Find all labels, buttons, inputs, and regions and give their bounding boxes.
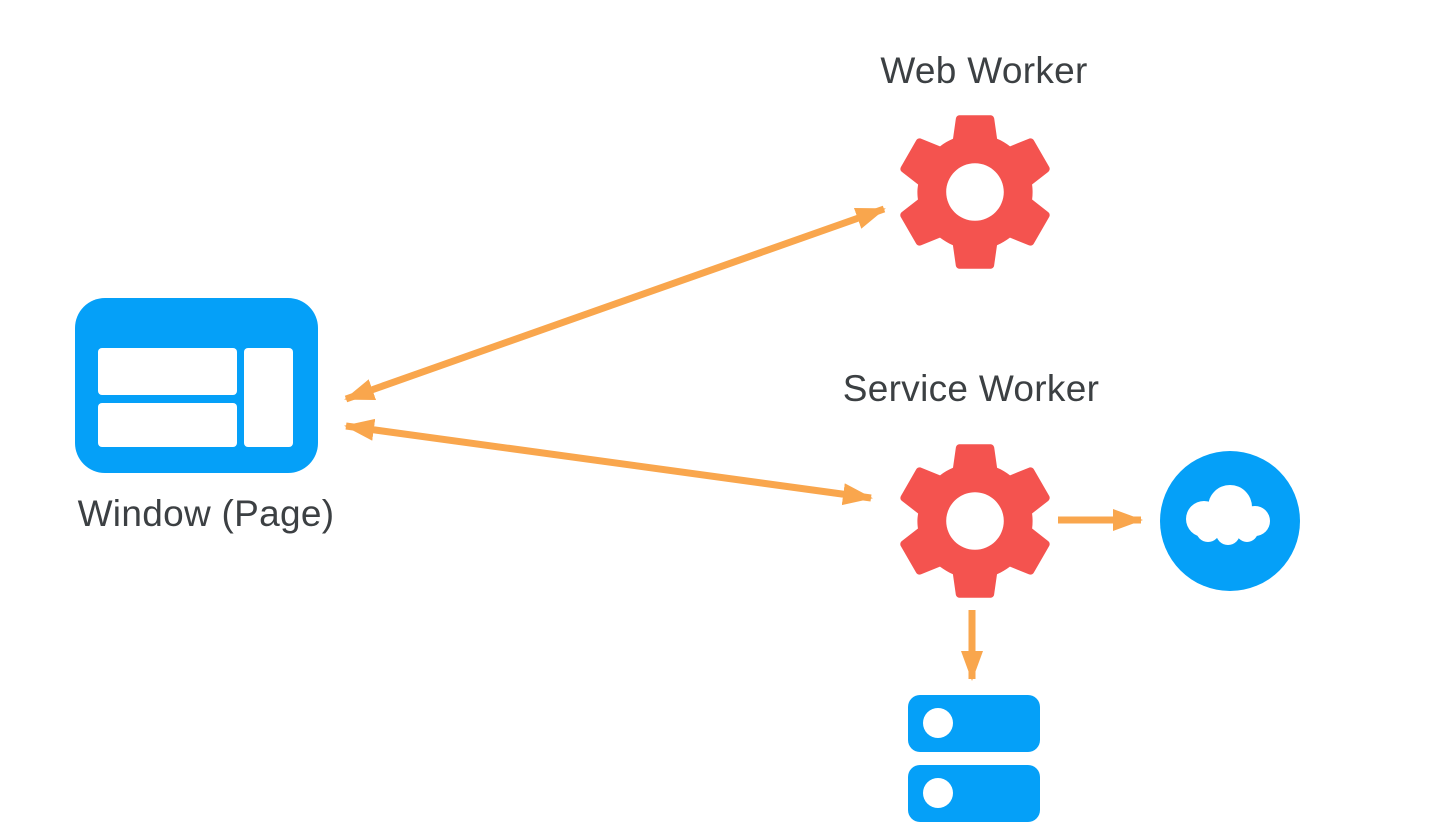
service-worker-label: Service Worker	[842, 368, 1100, 409]
gear-icon	[900, 444, 1050, 598]
edge-window-web-worker	[344, 205, 886, 403]
browser-window-icon	[75, 298, 318, 473]
window-page-label: Window (Page)	[77, 493, 335, 534]
gear-icon	[900, 115, 1050, 269]
web-worker-label: Web Worker	[880, 50, 1088, 91]
edge-window-service-worker	[344, 418, 873, 506]
storage-database-icon	[908, 695, 1040, 822]
cloud-icon	[1160, 451, 1300, 591]
